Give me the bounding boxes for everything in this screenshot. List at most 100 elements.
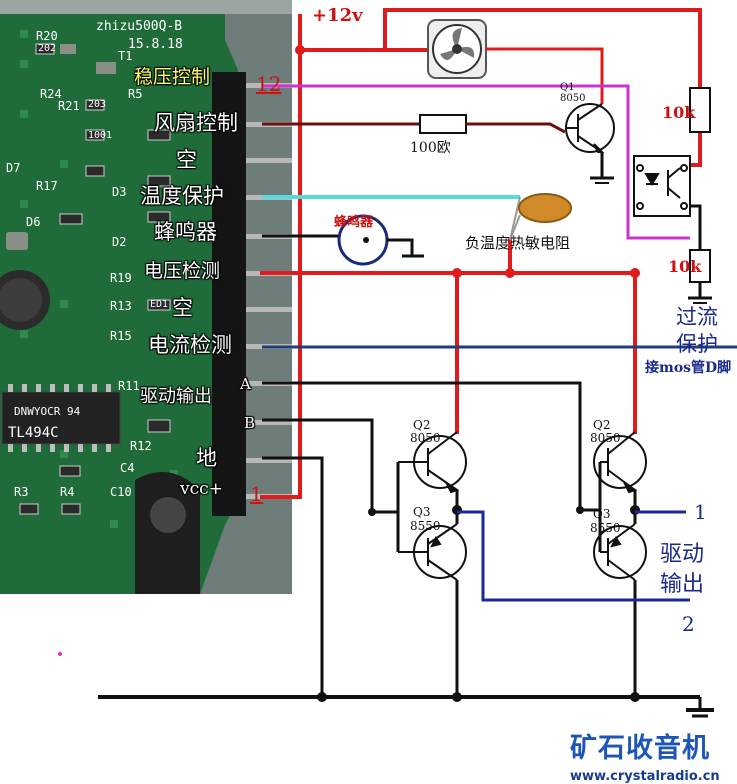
component-label: R19: [110, 271, 132, 285]
resistor-10k-bottom-label: 10k: [668, 257, 702, 276]
optocoupler-icon: [633, 155, 691, 217]
output-2-label: 2: [682, 612, 695, 636]
board-model: zhizu500Q-B: [96, 19, 183, 34]
component-label: R5: [128, 87, 143, 101]
ntc-thermistor-icon: [509, 193, 572, 241]
site-logo: 矿石收音机 www.crystalradio.cn: [570, 726, 720, 784]
ground-wire: [262, 456, 324, 697]
component-label: R4: [60, 485, 75, 499]
fan-base-wire: [466, 122, 566, 134]
pcb-photo: [0, 0, 292, 594]
regulator-feedback-wire: [262, 84, 690, 240]
component-label: R11: [118, 379, 140, 393]
component-label: C4: [120, 461, 135, 475]
chip-label: TL494C: [8, 425, 59, 441]
resistor-top-feed: [688, 130, 702, 167]
component-label: 1001: [88, 130, 113, 141]
pin-label-drive-output: 驱动输出: [140, 386, 212, 407]
component-label: R3: [14, 485, 29, 499]
pin-label-drive-a: A: [240, 375, 251, 393]
q1-type-label: 8050: [560, 93, 586, 104]
q1-transistor-icon: [565, 103, 615, 153]
component-label: R13: [110, 299, 132, 313]
junction-dot: [317, 692, 327, 702]
supply-rail-wire: [260, 14, 302, 499]
component-label: T1: [118, 49, 133, 63]
pin-label-regulator-control: 稳压控制: [134, 66, 211, 88]
q2-type-label-pair1: 8050: [410, 431, 441, 445]
q3-name-label-pair2: Q3: [593, 507, 611, 521]
ntc-label: 负温度热敏电阻: [465, 234, 571, 252]
component-label: R12: [130, 439, 152, 453]
resistor-10k-top-label: 10k: [662, 103, 696, 122]
q3-transistor-icon-pair2: [593, 523, 647, 581]
q3-type-label-pair1: 8550: [410, 519, 441, 533]
junction-dot: [630, 268, 640, 278]
pin-label-vcc: vcc+: [180, 479, 223, 499]
opto-output-wire: [690, 204, 702, 250]
overcurrent-label-line2: 保护: [676, 332, 718, 356]
supply-label: +12v: [312, 5, 363, 26]
junction-dot: [368, 508, 376, 516]
component-label: R20: [36, 29, 58, 43]
mos-connection-note: 接mos管D脚: [645, 360, 732, 376]
output-1-label: 1: [694, 500, 707, 524]
drive-a-wire: [262, 381, 582, 510]
pin-label-voltage-detect: 电压检测: [144, 260, 221, 282]
component-label: R17: [36, 179, 58, 193]
logo-name: 矿石收音机: [570, 733, 710, 764]
q3-transistor-icon-pair1: [398, 523, 467, 581]
pin-label-empty: 空: [172, 296, 193, 320]
pin-label-ground: 地: [196, 446, 217, 470]
pin-label-buzzer: 蜂鸣器: [154, 220, 217, 244]
pin-label-temperature-protection: 温度保护: [140, 184, 224, 208]
component-label: ED1: [150, 299, 169, 310]
chip-marking: DNWYOCR 94: [14, 405, 81, 418]
drive-b-wire: [262, 418, 374, 512]
pin-number-12: 12: [256, 72, 282, 96]
junction-dot: [576, 506, 584, 514]
q2-name-label-pair1: Q2: [413, 418, 431, 432]
q3-type-label-pair2: 8550: [590, 521, 621, 535]
component-label: D7: [6, 161, 21, 175]
component-label: R21: [58, 99, 80, 113]
resistor-100-ohm: [419, 114, 467, 134]
junction-dot: [452, 268, 462, 278]
q3-name-label-pair1: Q3: [413, 505, 431, 519]
drive-output-2-wire: [457, 510, 690, 602]
pin-label-drive-b: B: [244, 414, 256, 432]
board-date: 15.8.18: [128, 37, 183, 52]
resistor-10k-top: [689, 87, 711, 133]
supply-top-wire: [298, 8, 702, 90]
drive-output-label-line1: 驱动: [660, 542, 705, 567]
resistor-100-label: 100欧: [410, 140, 451, 156]
component-label: R15: [110, 329, 132, 343]
buzzer-label: 蜂鸣器: [334, 215, 374, 230]
pin-number-1: 1: [250, 482, 263, 506]
q2-name-label-pair2: Q2: [593, 418, 611, 432]
drive-output-label-line2: 输出: [660, 572, 705, 597]
buzzer-ground-wire: [387, 238, 414, 256]
pin-label-fan-control: 风扇控制: [154, 111, 238, 135]
junction-dot: [505, 268, 515, 278]
q2-type-label-pair2: 8050: [590, 431, 621, 445]
q2-transistor-icon-pair2: [593, 431, 647, 494]
pin-label-empty: 空: [176, 148, 197, 172]
junction-dot: [295, 45, 305, 55]
logo-url: www.crystalradio.cn: [570, 769, 720, 784]
component-label: D2: [112, 235, 127, 249]
q2-transistor-icon-pair1: [398, 431, 467, 494]
component-label: 203: [88, 99, 107, 110]
component-label: D3: [112, 185, 127, 199]
component-label: C10: [110, 485, 132, 499]
component-label: 202: [38, 43, 57, 54]
overcurrent-label-line1: 过流: [676, 305, 718, 329]
stray-dot: [58, 652, 62, 656]
q1-name-label: Q1: [560, 82, 575, 93]
pin-label-current-detect: 电流检测: [148, 333, 232, 357]
fan-icon: [427, 19, 487, 79]
component-label: D6: [26, 215, 41, 229]
component-label: R24: [40, 87, 62, 101]
